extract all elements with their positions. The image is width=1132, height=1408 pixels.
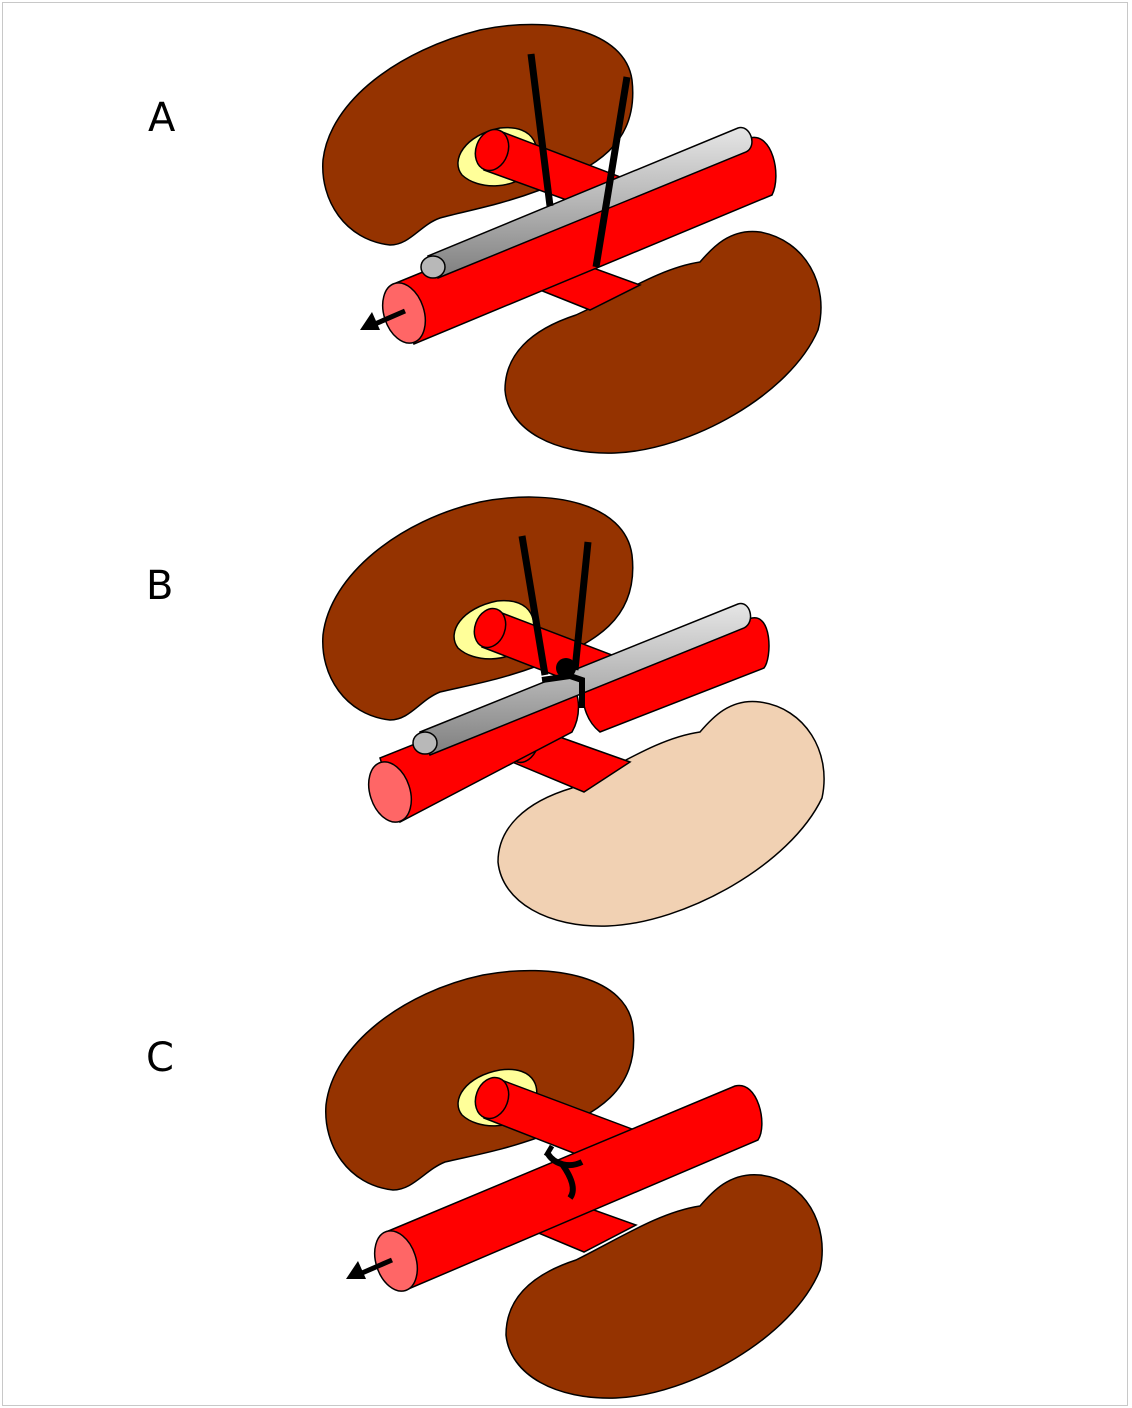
- probe-end: [413, 732, 437, 754]
- panel-b-diagram: [0, 470, 1132, 940]
- panel-a-diagram: [0, 0, 1132, 470]
- panel-c-diagram: [0, 940, 1132, 1408]
- probe-end: [421, 256, 445, 278]
